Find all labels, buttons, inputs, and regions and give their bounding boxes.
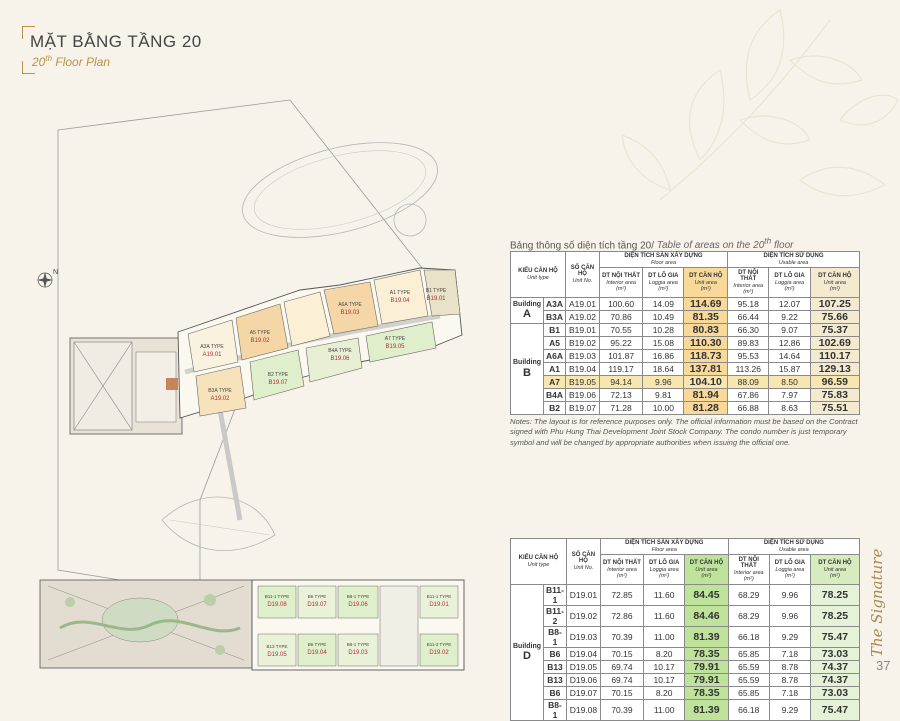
title-corner-decoration <box>22 26 35 39</box>
title-block: MẶT BẰNG TẦNG 20 20th Floor Plan <box>22 26 201 74</box>
fountain-circle <box>393 203 427 237</box>
page-title: MẶT BẰNG TẦNG 20 <box>30 32 202 51</box>
svg-text:B19.01: B19.01 <box>426 296 446 302</box>
svg-text:D19.06: D19.06 <box>348 602 368 608</box>
svg-text:B11-1 TYPE: B11-1 TYPE <box>265 594 290 599</box>
leaf-decoration-icon <box>621 9 899 201</box>
signature-logo: The Signature <box>868 548 886 658</box>
svg-text:N: N <box>53 269 58 276</box>
tower-d-outline <box>251 579 465 671</box>
svg-text:B6 TYPE: B6 TYPE <box>308 642 326 647</box>
page-number: 37 <box>876 658 891 673</box>
svg-text:D19.07: D19.07 <box>307 602 327 608</box>
notes-text: Notes: The layout is for reference purpo… <box>510 417 858 447</box>
svg-text:B19.04: B19.04 <box>390 298 410 304</box>
site-boundary <box>57 99 456 581</box>
table1-caption: Bảng thông số diện tích tầng 20/ Table o… <box>510 236 794 252</box>
svg-text:A19.02: A19.02 <box>210 396 230 402</box>
svg-text:B3A TYPE: B3A TYPE <box>208 388 232 394</box>
svg-text:D19.03: D19.03 <box>348 650 368 656</box>
svg-text:B1 TYPE: B1 TYPE <box>426 288 447 294</box>
svg-text:B19.02: B19.02 <box>250 338 270 344</box>
svg-text:A19.01: A19.01 <box>202 352 222 358</box>
svg-text:B19.05: B19.05 <box>385 344 405 350</box>
svg-text:A6A TYPE: A6A TYPE <box>338 302 362 308</box>
svg-text:B6 TYPE: B6 TYPE <box>308 594 326 599</box>
svg-text:A3A TYPE: A3A TYPE <box>200 344 224 350</box>
leaf-lawn <box>161 496 276 552</box>
svg-text:D19.05: D19.05 <box>267 652 287 658</box>
garden-oval <box>242 142 438 238</box>
svg-text:B8-1 TYPE: B8-1 TYPE <box>347 594 369 599</box>
svg-text:B11-1 TYPE: B11-1 TYPE <box>427 594 452 599</box>
svg-text:B19.06: B19.06 <box>330 356 350 362</box>
svg-text:B4A TYPE: B4A TYPE <box>328 348 352 354</box>
floor-plan-drawing: N A3A TYPE A19.01 A5 TYPE B19.02 A6A TYP… <box>37 99 465 671</box>
svg-text:A7 TYPE: A7 TYPE <box>385 336 406 342</box>
svg-text:D19.04: D19.04 <box>307 650 327 656</box>
svg-text:B19.07: B19.07 <box>268 380 288 386</box>
svg-text:B13 TYPE: B13 TYPE <box>267 644 288 649</box>
tower-ab-outline <box>177 267 463 419</box>
title-corner-decoration <box>22 61 35 74</box>
svg-text:D19.08: D19.08 <box>267 602 287 608</box>
svg-text:B19.03: B19.03 <box>340 310 360 316</box>
svg-text:B2 TYPE: B2 TYPE <box>268 372 289 378</box>
svg-text:D19.02: D19.02 <box>429 650 449 656</box>
svg-text:A1 TYPE: A1 TYPE <box>390 290 411 296</box>
page-subtitle: 20th Floor Plan <box>32 54 111 69</box>
svg-text:B8-1 TYPE: B8-1 TYPE <box>347 642 369 647</box>
svg-text:D19.01: D19.01 <box>429 602 449 608</box>
compass-icon: N <box>37 269 58 288</box>
svg-text:A5 TYPE: A5 TYPE <box>250 330 271 336</box>
svg-text:B11-2 TYPE: B11-2 TYPE <box>427 642 452 647</box>
